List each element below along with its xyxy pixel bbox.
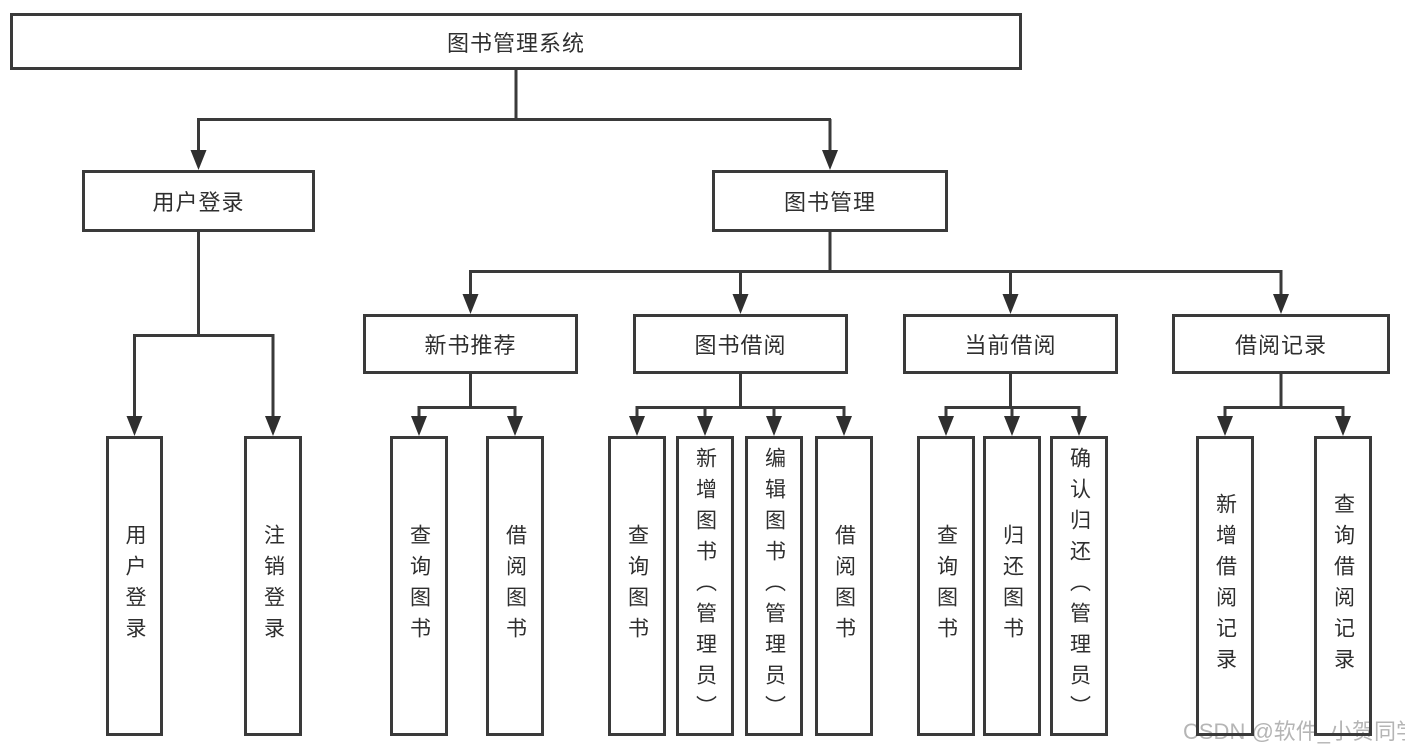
leaf-logout-label: 注销登录 — [261, 524, 285, 648]
node-new-book-recommendation-label: 新书推荐 — [424, 333, 517, 358]
leaf-confirm-return-admin: 确认归还（管理员） — [1050, 436, 1108, 736]
node-root-system-label: 图书管理系统 — [446, 30, 585, 56]
leaf-query-books-borrow: 查询图书 — [608, 436, 666, 736]
leaf-confirm-return-admin-label: 确认归还（管理员） — [1067, 446, 1091, 726]
leaf-query-books-borrow-label: 查询图书 — [625, 524, 649, 648]
leaf-borrow-books-recommend-label: 借阅图书 — [503, 524, 527, 648]
leaf-user-login-label: 用户登录 — [123, 524, 146, 648]
node-book-management: 图书管理 — [712, 170, 948, 232]
leaf-query-borrow-record-label: 查询借阅记录 — [1331, 493, 1355, 679]
node-root-system: 图书管理系统 — [10, 13, 1022, 70]
node-book-borrowing: 图书借阅 — [633, 314, 848, 374]
leaf-user-login: 用户登录 — [106, 436, 163, 736]
node-new-book-recommendation: 新书推荐 — [363, 314, 578, 374]
node-current-borrowing: 当前借阅 — [903, 314, 1118, 374]
node-user-login-label: 用户登录 — [152, 190, 245, 215]
leaf-query-books-recommend-label: 查询图书 — [407, 524, 431, 648]
leaf-edit-books-admin: 编辑图书（管理员） — [745, 436, 803, 736]
node-book-management-label: 图书管理 — [783, 190, 876, 215]
leaf-return-books: 归还图书 — [983, 436, 1041, 736]
leaf-query-books-current: 查询图书 — [917, 436, 975, 736]
node-borrowing-records-label: 借阅记录 — [1234, 333, 1327, 358]
leaf-add-borrow-record-label: 新增借阅记录 — [1213, 493, 1237, 679]
leaf-add-borrow-record: 新增借阅记录 — [1196, 436, 1254, 736]
leaf-query-borrow-record: 查询借阅记录 — [1314, 436, 1372, 736]
leaf-edit-books-admin-label: 编辑图书（管理员） — [762, 446, 786, 726]
node-borrowing-records: 借阅记录 — [1172, 314, 1390, 374]
node-user-login: 用户登录 — [82, 170, 315, 232]
leaf-add-books-admin: 新增图书（管理员） — [676, 436, 734, 736]
node-book-borrowing-label: 图书借阅 — [694, 333, 787, 358]
leaf-borrow-books-recommend: 借阅图书 — [486, 436, 544, 736]
leaf-query-books-recommend: 查询图书 — [390, 436, 448, 736]
leaf-borrow-books-label: 借阅图书 — [832, 524, 856, 648]
node-current-borrowing-label: 当前借阅 — [964, 333, 1057, 358]
leaf-query-books-current-label: 查询图书 — [934, 524, 958, 648]
leaf-logout: 注销登录 — [244, 436, 302, 736]
leaf-return-books-label: 归还图书 — [1000, 524, 1024, 648]
csdn-watermark: CSDN @软件_小贺同学 — [1183, 719, 1405, 744]
leaf-add-books-admin-label: 新增图书（管理员） — [693, 446, 717, 726]
leaf-borrow-books: 借阅图书 — [815, 436, 873, 736]
